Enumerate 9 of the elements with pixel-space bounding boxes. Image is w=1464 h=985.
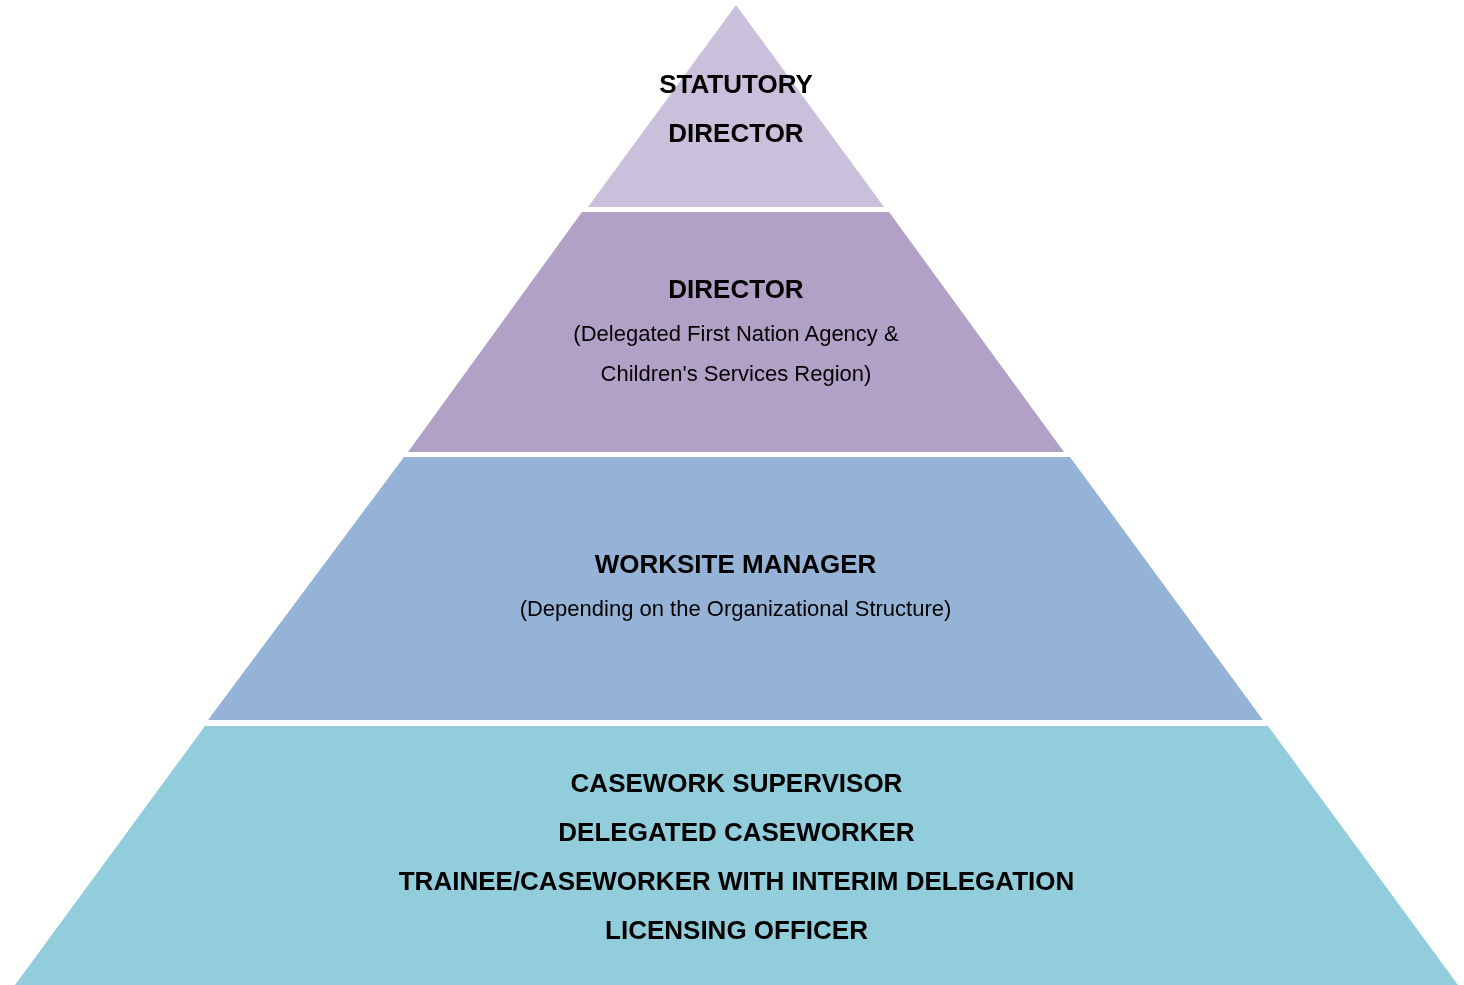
tier-note: (Depending on the Organizational Structure): [519, 595, 952, 623]
tier-heading: STATUTORY DIRECTOR: [658, 68, 814, 150]
tier-heading: DELEGATED CASEWORKER: [558, 816, 915, 849]
tier-heading: CASEWORK SUPERVISOR: [570, 767, 903, 800]
tier-heading: WORKSITE MANAGER: [594, 548, 877, 581]
tier-heading: LICENSING OFFICER: [605, 914, 868, 947]
tier-heading: TRAINEE/CASEWORKER WITH INTERIM DELEGATION: [398, 865, 1075, 898]
tier-note: (Delegated First Nation Agency & Children's Services Region): [572, 320, 900, 388]
tier-heading: DIRECTOR: [668, 273, 804, 306]
